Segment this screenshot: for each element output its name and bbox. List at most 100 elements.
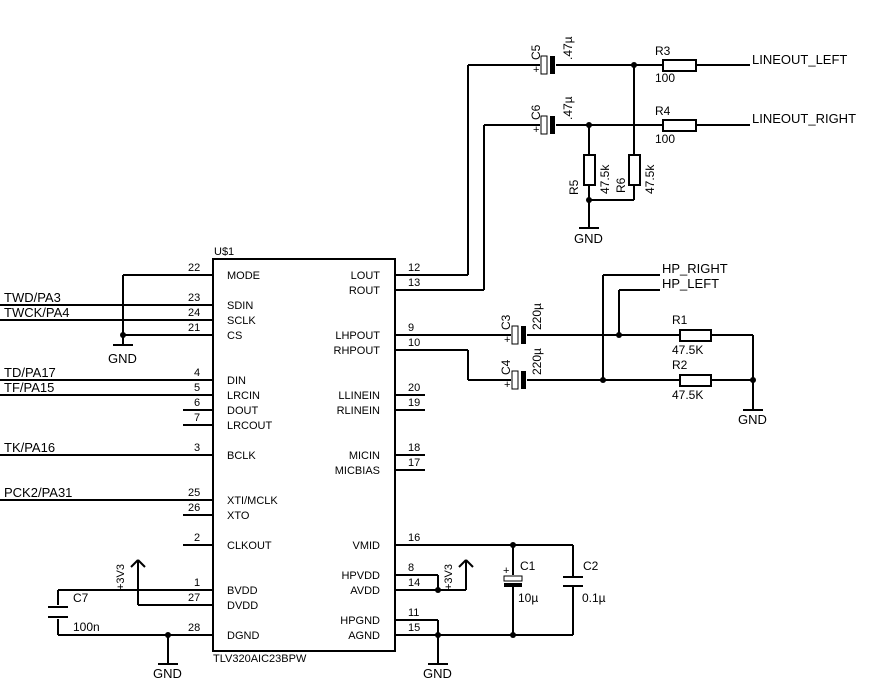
power-left-wires	[57, 560, 183, 665]
c7-ref: C7	[73, 591, 89, 605]
net-label-tk: TK/PA16	[4, 440, 55, 455]
gnd-label-hp: GND	[738, 412, 767, 427]
pin-num-14: 14	[408, 577, 420, 589]
c5-ref: C5	[529, 44, 543, 60]
c3-value: 220µ	[530, 303, 544, 330]
junction-dot	[631, 62, 637, 68]
v33-label-right: +3V3	[443, 564, 455, 590]
r5-ref: R5	[567, 179, 581, 195]
pin-num-24: 24	[188, 307, 200, 319]
gnd-label-agnd: GND	[423, 666, 452, 681]
capacitor-c7	[48, 606, 68, 618]
pin-name-dvdd: DVDD	[227, 600, 258, 612]
analog-power-wires	[425, 544, 574, 665]
junction-dot	[586, 122, 592, 128]
junction-dot	[120, 332, 126, 338]
ic-part-label: TLV320AIC23BPW	[213, 653, 307, 665]
net-label-hp-right: HP_RIGHT	[662, 261, 728, 276]
pin-name-bclk: BCLK	[227, 450, 256, 462]
pin-num-7: 7	[194, 412, 200, 424]
left-net-wires	[0, 304, 183, 501]
pin-name-cs: CS	[227, 330, 242, 342]
pin-name-sdin: SDIN	[227, 300, 253, 312]
net-label-pck2: PCK2/PA31	[4, 485, 72, 500]
pin-name-rout: ROUT	[349, 285, 380, 297]
r1-ref: R1	[672, 313, 688, 327]
junction-dot	[600, 377, 606, 383]
c7-value: 100n	[73, 620, 100, 634]
pin-name-hpvdd: HPVDD	[341, 570, 380, 582]
svg-text:+: +	[533, 64, 539, 76]
r4-ref: R4	[655, 104, 671, 118]
pin-num-21: 21	[188, 322, 200, 334]
pin-name-mode: MODE	[227, 270, 260, 282]
pin-num-5: 5	[194, 382, 200, 394]
gnd-label-lineout: GND	[574, 231, 603, 246]
junction-dot	[510, 542, 516, 548]
pin-name-sclk: SCLK	[227, 315, 256, 327]
pin-num-2: 2	[194, 532, 200, 544]
pin-num-11: 11	[408, 607, 419, 619]
c4-ref: C4	[499, 359, 513, 375]
headphone-wires	[425, 274, 763, 411]
pin-num-4: 4	[194, 367, 200, 379]
pin-name-lrcout: LRCOUT	[227, 420, 273, 432]
c4-value: 220µ	[530, 348, 544, 375]
capacitor-c3: +	[504, 325, 526, 346]
pin-name-lrcin: LRCIN	[227, 390, 260, 402]
junction-dot	[165, 632, 171, 638]
pin-name-dgnd: DGND	[227, 630, 259, 642]
capacitor-c5: +	[533, 55, 555, 76]
net-label-td: TD/PA17	[4, 365, 56, 380]
r3-ref: R3	[655, 44, 671, 58]
c3-ref: C3	[499, 314, 513, 330]
pin-num-23: 23	[188, 292, 200, 304]
pin-num-26: 26	[188, 502, 200, 514]
junction-dot	[750, 377, 756, 383]
right-pin-stubs	[395, 274, 425, 636]
r1-value: 47.5K	[672, 343, 703, 357]
resistor-r2	[679, 374, 712, 387]
pin-num-15: 15	[408, 622, 420, 634]
pin-num-17: 17	[408, 457, 420, 469]
r5-value: 47.5k	[598, 164, 612, 194]
pin-name-agnd: AGND	[348, 630, 380, 642]
pin-name-bvdd: BVDD	[227, 585, 258, 597]
c2-value: 0.1µ	[582, 591, 606, 605]
gnd-label-cs: GND	[108, 351, 137, 366]
c1-ref: C1	[520, 559, 536, 573]
pin-name-xto: XTO	[227, 510, 250, 522]
resistor-r6	[628, 154, 641, 186]
svg-text:+: +	[504, 379, 510, 391]
gnd-label-dgnd: GND	[153, 666, 182, 681]
pin-num-6: 6	[194, 397, 200, 409]
pin-name-clkout: CLKOUT	[227, 540, 272, 552]
pin-num-9: 9	[408, 322, 414, 334]
c1-value: 10µ	[518, 591, 538, 605]
pin-num-22: 22	[188, 262, 200, 274]
pin-num-16: 16	[408, 532, 420, 544]
pin-num-18: 18	[408, 442, 420, 454]
pin-name-xti-mclk: XTI/MCLK	[227, 495, 278, 507]
r3-value: 100	[655, 71, 675, 85]
junction-dot	[435, 632, 441, 638]
r6-ref: R6	[614, 177, 628, 193]
resistor-r1	[679, 329, 712, 342]
arrow-icon	[130, 559, 146, 568]
pin-num-10: 10	[408, 337, 420, 349]
pin-name-lout: LOUT	[351, 270, 381, 282]
pin-name-dout: DOUT	[227, 405, 258, 417]
r2-ref: R2	[672, 358, 688, 372]
pin-num-1: 1	[194, 577, 200, 589]
pin-num-12: 12	[408, 262, 420, 274]
pin-num-13: 13	[408, 277, 420, 289]
pin-num-8: 8	[408, 562, 414, 574]
pin-name-rhpout: RHPOUT	[334, 345, 381, 357]
resistor-r5	[583, 154, 596, 186]
net-label-twd: TWD/PA3	[4, 290, 61, 305]
pin-name-avdd: AVDD	[350, 585, 380, 597]
c2-ref: C2	[583, 559, 599, 573]
net-label-twck: TWCK/PA4	[4, 305, 70, 320]
arrow-icon	[458, 559, 474, 568]
